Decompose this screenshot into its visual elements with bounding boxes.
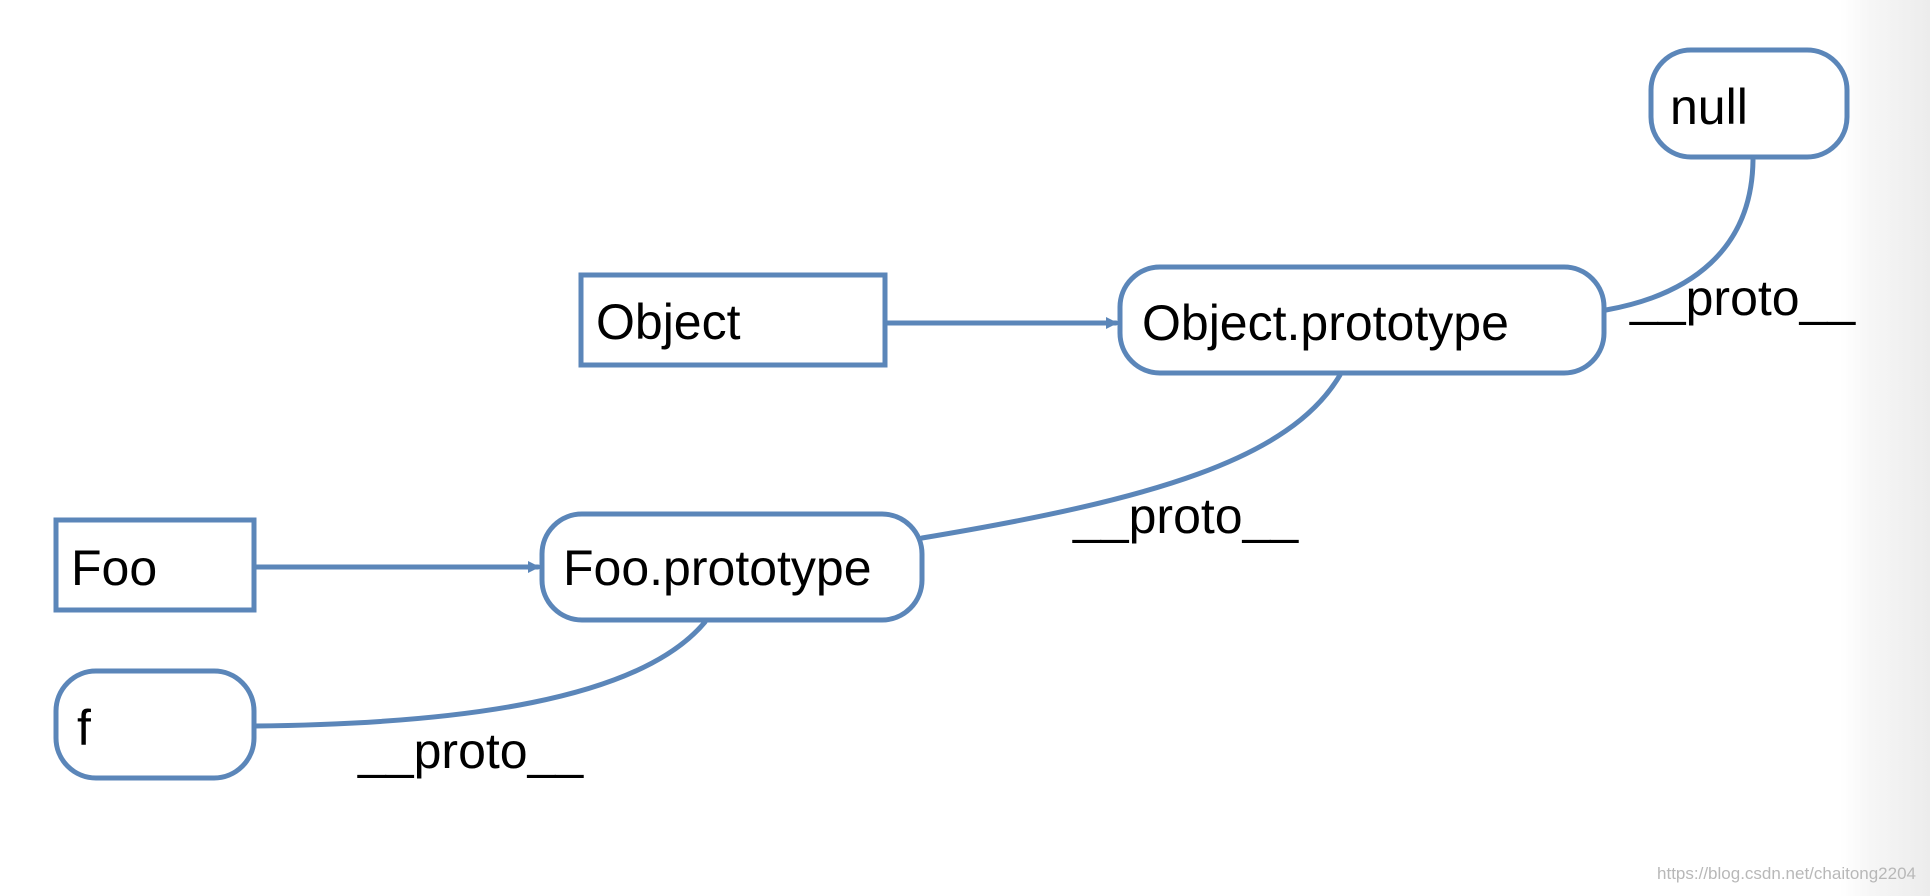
node-f-box bbox=[53, 668, 257, 781]
node-object-prototype-box bbox=[1117, 264, 1607, 376]
node-null-box bbox=[1648, 47, 1850, 160]
node-null-label: null bbox=[1670, 79, 1748, 135]
node-foo-prototype: Foo.prototype bbox=[539, 511, 925, 623]
node-object-label: Object bbox=[596, 294, 741, 350]
edges bbox=[251, 157, 1756, 729]
node-null: null bbox=[1648, 47, 1850, 160]
node-object-prototype-label: Object.prototype bbox=[1142, 295, 1509, 351]
node-f-label: f bbox=[77, 700, 91, 756]
edge-label-object-prototype-proto: __proto__ bbox=[1629, 270, 1856, 326]
edge-foo-prototype-to-object-prototype bbox=[919, 372, 1343, 541]
edge-object-prototype-to-null bbox=[1603, 157, 1756, 313]
node-object-prototype: Object.prototype bbox=[1117, 264, 1607, 376]
edge-label-foo-prototype-proto: __proto__ bbox=[1072, 488, 1299, 544]
edge-label-f-proto: __proto__ bbox=[357, 723, 584, 779]
node-foo-prototype-box bbox=[539, 511, 925, 623]
node-f: f bbox=[53, 668, 257, 781]
node-foo-label: Foo bbox=[71, 540, 157, 596]
edge-f-to-foo-prototype bbox=[251, 619, 708, 729]
node-foo-prototype-label: Foo.prototype bbox=[563, 540, 872, 596]
node-object: Object bbox=[578, 272, 888, 368]
watermark-text: https://blog.csdn.net/chaitong2204 bbox=[1657, 864, 1916, 883]
right-edge-shade bbox=[1840, 0, 1930, 896]
node-object-box bbox=[578, 272, 888, 368]
node-foo-box bbox=[53, 517, 257, 613]
node-foo: Foo bbox=[53, 517, 257, 613]
